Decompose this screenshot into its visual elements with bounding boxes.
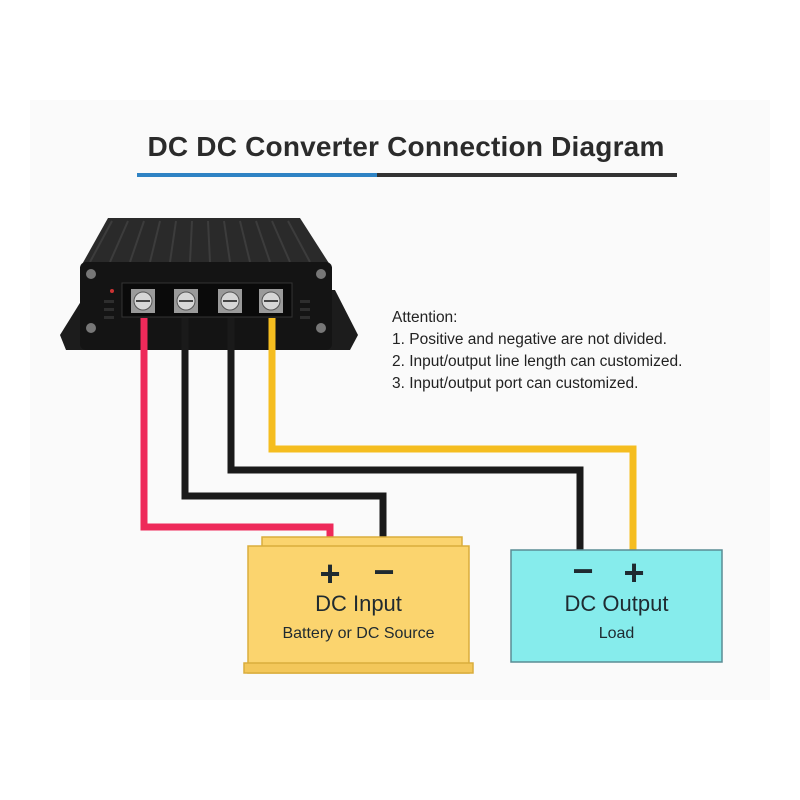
input-battery-box [243, 536, 474, 674]
converter-device [60, 218, 358, 350]
output-box-title: DC Output [564, 591, 669, 616]
output-box-subtitle: Load [598, 625, 635, 642]
input-negative-sign: − [373, 551, 395, 592]
attention-notes: Attention: 1. Positive and negative are … [392, 307, 682, 395]
screw-icon [316, 269, 326, 279]
output-positive-sign: + [623, 552, 645, 593]
attention-heading: Attention: [392, 309, 458, 326]
wire-input-positive [140, 318, 334, 546]
title-underline-accent [137, 173, 377, 177]
input-box-subtitle: Battery or DC Source [282, 625, 435, 642]
input-box-title: DC Input [315, 591, 402, 616]
screw-icon [86, 269, 96, 279]
wire-output-negative [227, 318, 584, 550]
input-positive-sign: + [319, 553, 341, 594]
wires [140, 318, 637, 550]
output-negative-sign: − [572, 550, 594, 591]
heatsink-top [80, 218, 332, 268]
screw-icon [86, 323, 96, 333]
attention-item: 3. Input/output port can customized. [392, 375, 639, 392]
vent-slots [104, 300, 310, 319]
wire-output-positive [268, 318, 637, 550]
terminal-screws [131, 289, 283, 313]
attention-item: 1. Positive and negative are not divided… [392, 331, 667, 348]
wire-input-negative [181, 318, 387, 546]
output-load-box [510, 549, 723, 663]
page-title: DC DC Converter Connection Diagram [147, 131, 665, 162]
attention-item: 2. Input/output line length can customiz… [392, 353, 683, 370]
led-indicator [110, 289, 114, 293]
screw-icon [316, 323, 326, 333]
heatsink-fins [89, 220, 311, 263]
title-underline [377, 173, 677, 177]
